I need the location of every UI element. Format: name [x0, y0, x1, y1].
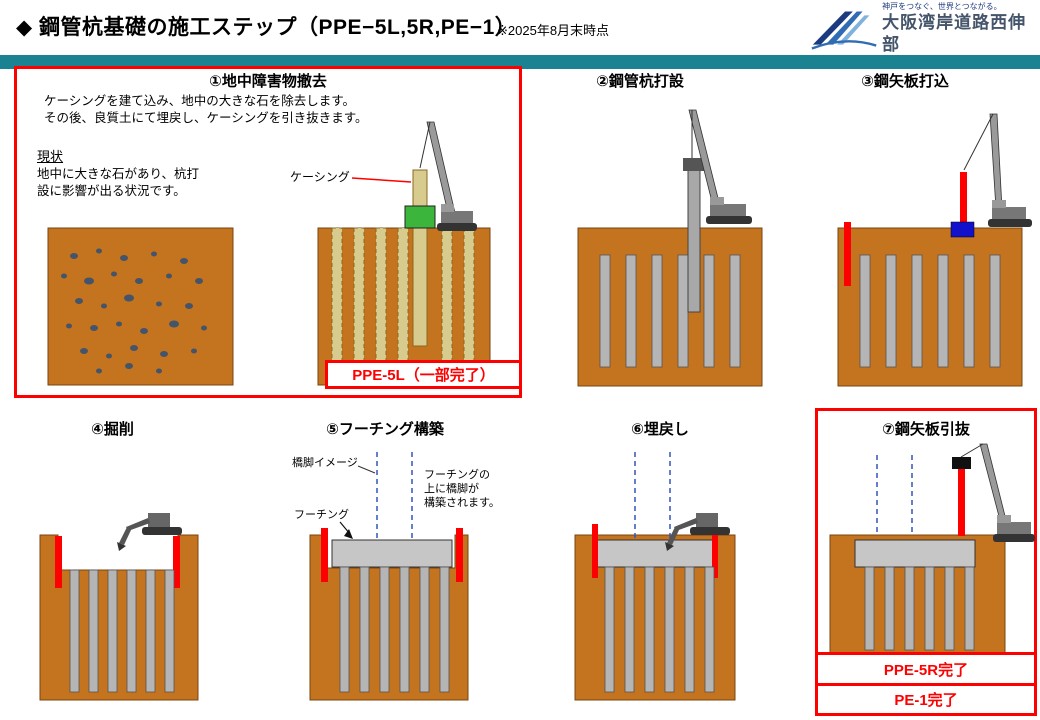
- step3-diagram: [837, 113, 1032, 387]
- sheet-pile-right: [712, 524, 718, 578]
- logo: 神戸をつなぐ、世界とつながる。 大阪湾岸道路西伸部: [808, 2, 1040, 57]
- divider-bar: [0, 55, 1040, 69]
- step7-title: ⑦鋼矢板引抜: [882, 421, 970, 438]
- footing-slab: [331, 539, 453, 568]
- step1-description-line2: その後、良質土にて埋戻し、ケーシングを引き抜きます。: [44, 111, 368, 125]
- driven-pile: [687, 169, 701, 313]
- date-note: ※2025年8月末時点: [497, 23, 610, 38]
- piles-group: [864, 566, 975, 651]
- crane-icon: [419, 121, 477, 231]
- step2-title: ②鋼管杭打設: [596, 73, 684, 90]
- current-state-line2: 設に影響が出る状況です。: [37, 184, 186, 198]
- casing-group: [404, 169, 436, 347]
- excavator-icon: [117, 513, 182, 551]
- step2-diagram: [577, 109, 763, 387]
- crane-icon: [688, 109, 752, 224]
- excavator-icon: [665, 513, 730, 551]
- step6-title: ⑥埋戻し: [631, 421, 689, 438]
- sheet-pile-left: [592, 524, 598, 578]
- current-state-line1: 地中に大きな石があり、杭打: [37, 167, 200, 181]
- pier-dashed-lines: [376, 452, 413, 540]
- pier-dashed-lines: [634, 452, 671, 540]
- piles-group: [339, 566, 450, 693]
- pile-clamp: [952, 457, 971, 469]
- piles-group: [604, 566, 715, 693]
- logo-org-name: 大阪湾岸道路西伸部: [882, 13, 1027, 55]
- step5-diagram: [309, 452, 469, 701]
- pier-label-leader: [357, 465, 376, 474]
- step1-highlight-box: [14, 66, 522, 398]
- soil-block-casing-work: [317, 227, 491, 386]
- casing-collar: [404, 205, 436, 229]
- crane-icon: [960, 443, 1035, 542]
- footing-note-line1: フーチングの: [424, 469, 490, 481]
- step4-title: ④掘削: [91, 421, 134, 438]
- footing-arrow: [339, 521, 353, 539]
- page-title: ◆ 鋼管杭基礎の施工ステップ（PPE−5L,5R,PE−1）: [16, 16, 517, 39]
- step5-title: ⑤フーチング構築: [326, 421, 444, 438]
- current-state-label: 現状: [37, 149, 64, 164]
- footing-note: フーチングの 上に橋脚が 構築されます。: [424, 468, 500, 510]
- vibro-hammer: [950, 221, 975, 238]
- step4-diagram: [39, 513, 199, 701]
- footing-slab: [594, 539, 716, 568]
- casing-leader-line: [351, 177, 412, 183]
- sheet-pile-right: [173, 536, 180, 588]
- soil-block-before: [47, 227, 234, 386]
- step7-status-badge-pe1: PE-1完了: [815, 683, 1037, 716]
- footing-note-line2: 上に橋脚が: [424, 483, 479, 495]
- sheet-pile-driving: [960, 172, 967, 224]
- step1-description: ケーシングを建て込み、地中の大きな石を除去します。 その後、良質土にて埋戻し、ケ…: [44, 93, 368, 127]
- piles-group: [859, 254, 1001, 368]
- step7-diagram: [829, 443, 1035, 656]
- piles-group: [69, 569, 175, 693]
- step1-description-line1: ケーシングを建て込み、地中の大きな石を除去します。: [44, 94, 356, 108]
- step3-title: ③鋼矢板打込: [861, 73, 949, 90]
- logo-tagline: 神戸をつなぐ、世界とつながる。: [882, 2, 1002, 11]
- step7-status-badge-ppe5r: PPE-5R完了: [815, 652, 1037, 686]
- footing-label: フーチング: [294, 509, 349, 521]
- sheet-pile-left: [55, 536, 62, 588]
- piles-group: [599, 254, 741, 368]
- casing-label: ケーシング: [290, 170, 350, 184]
- pier-dashed-lines: [876, 455, 913, 535]
- logo-mark-icon: [811, 11, 877, 50]
- current-state-description: 地中に大きな石があり、杭打 設に影響が出る状況です。: [37, 166, 217, 200]
- sheet-pile-right: [456, 528, 463, 582]
- sheet-pile-left: [321, 528, 328, 582]
- footing-slab: [854, 539, 976, 568]
- step1-diagram: [47, 121, 491, 386]
- logo-text: 神戸をつなぐ、世界とつながる。 大阪湾岸道路西伸部: [882, 2, 1040, 57]
- sheet-pile-left: [844, 222, 851, 286]
- stones-group: [61, 248, 207, 374]
- pile-driver: [683, 158, 705, 171]
- sheet-pile-extracting: [958, 468, 965, 536]
- footing-note-line3: 構築されます。: [424, 497, 500, 509]
- pier-image-label: 橋脚イメージ: [292, 457, 358, 469]
- step1-title: ①地中障害物撤去: [209, 73, 327, 90]
- step6-diagram: [574, 452, 736, 701]
- crane-icon: [963, 113, 1032, 227]
- step1-status-badge: PPE-5L（一部完了）: [325, 360, 522, 389]
